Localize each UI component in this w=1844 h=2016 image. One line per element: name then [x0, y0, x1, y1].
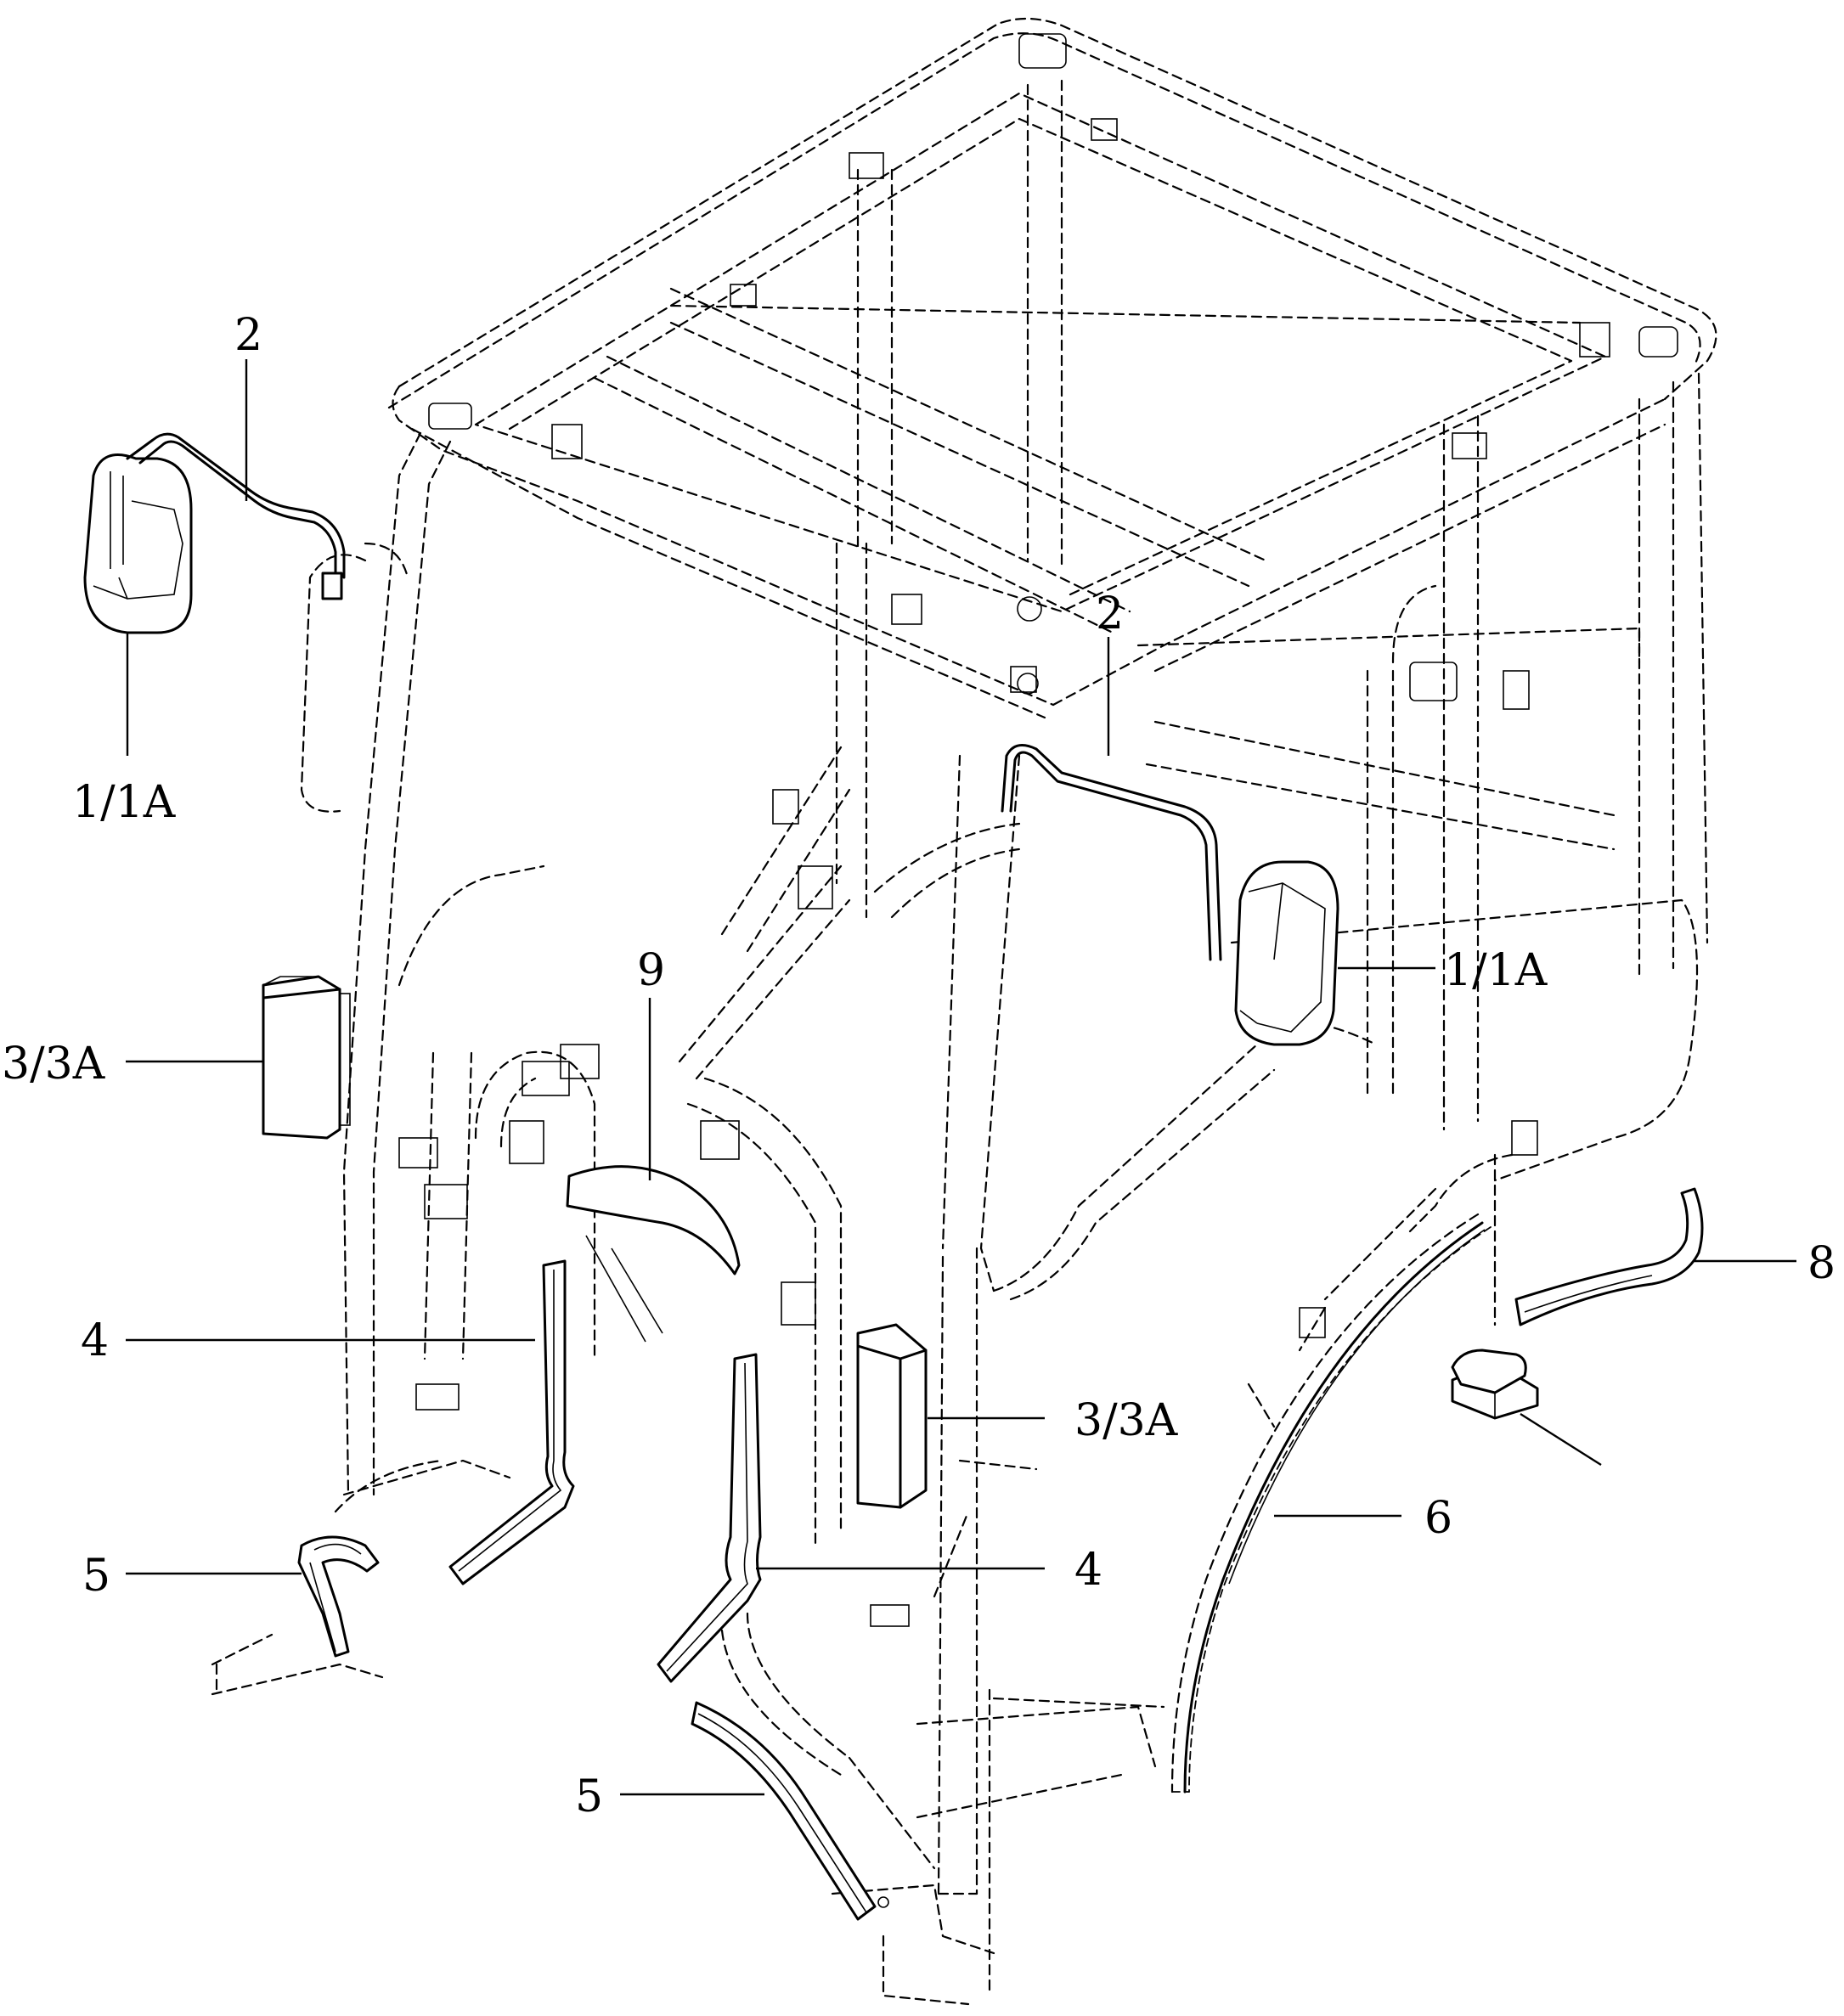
mirror-left [83, 453, 193, 634]
label-mirror-left: 1/1A [72, 777, 177, 828]
label-arm-right: 2 [1096, 588, 1124, 639]
seal-strip-right [657, 1353, 762, 1683]
label-seal-left: 4 [81, 1315, 109, 1366]
mirror-right [1234, 860, 1339, 1046]
pad [1451, 1349, 1539, 1420]
fender-seal [1183, 1221, 1486, 1794]
label-strip: 8 [1807, 1238, 1836, 1289]
label-corner-right: 5 [575, 1771, 603, 1822]
callout-labels: 1/1A 2 3/3A 4 5 2 1/1A 9 3/3A 4 5 6 8 [2, 310, 1836, 1822]
trim-strip [1514, 1187, 1704, 1326]
mirror-arm-left [126, 432, 346, 600]
label-arm-left: 2 [234, 310, 262, 361]
label-lamp-right: 3/3A [1074, 1395, 1179, 1446]
frame-brackets [398, 33, 1678, 1908]
corner-seal-left [297, 1535, 380, 1658]
label-panel-9: 9 [637, 945, 665, 996]
label-lamp-left: 3/3A [2, 1039, 106, 1090]
corner-seal-right [691, 1701, 877, 1921]
lamp-box-left [262, 975, 351, 1140]
lamp-box-right [856, 1323, 928, 1509]
label-corner-left: 5 [82, 1551, 110, 1602]
label-seal-right: 4 [1074, 1545, 1102, 1596]
label-fender-seal: 6 [1424, 1493, 1452, 1544]
mirror-arm-right [1001, 744, 1222, 961]
cab-frame-phantom [211, 17, 1717, 2006]
label-mirror-right: 1/1A [1444, 945, 1548, 996]
seal-strip-left [448, 1259, 575, 1585]
leader-lines [126, 359, 1796, 1796]
curved-panel [566, 1165, 741, 1343]
